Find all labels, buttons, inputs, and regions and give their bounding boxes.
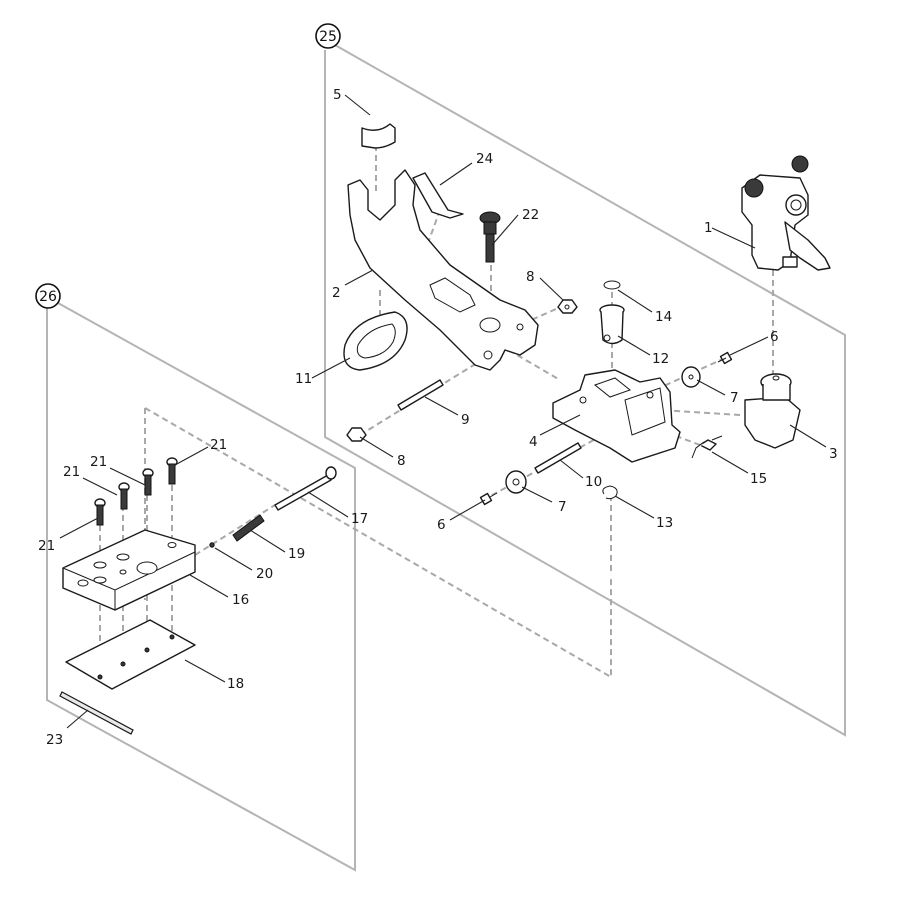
- label-part-7-lower[interactable]: 7: [558, 499, 567, 515]
- label-part-20[interactable]: 20: [256, 566, 273, 582]
- label-part-16[interactable]: 16: [232, 592, 249, 608]
- part-19-spring[interactable]: [232, 514, 265, 542]
- part-16-base-block[interactable]: [62, 529, 196, 611]
- part-labels: 1 2 3 4 5 6 6 7 7 8 8 9 10 11 12 13 14 1…: [38, 87, 838, 748]
- label-part-2[interactable]: 2: [332, 285, 341, 301]
- part-9-pin[interactable]: [397, 379, 444, 411]
- part-21-screw-1[interactable]: [94, 498, 106, 526]
- part-7-washer-upper[interactable]: [681, 366, 701, 388]
- part-6-screw-upper[interactable]: [717, 351, 733, 365]
- label-part-15[interactable]: 15: [750, 471, 767, 487]
- part-21-screw-2[interactable]: [118, 482, 130, 510]
- assembly-callout-25[interactable]: 25: [315, 23, 341, 49]
- label-part-5[interactable]: 5: [333, 87, 342, 103]
- label-part-24[interactable]: 24: [476, 151, 493, 167]
- label-part-19[interactable]: 19: [288, 546, 305, 562]
- part-3-knob-block[interactable]: [744, 373, 801, 449]
- part-1-clamp-head[interactable]: [741, 155, 831, 271]
- label-part-4[interactable]: 4: [529, 434, 538, 450]
- part-6-screw-lower[interactable]: [479, 492, 498, 506]
- assembly-25-frame: [324, 44, 846, 737]
- label-part-6-upper[interactable]: 6: [770, 329, 779, 345]
- part-14-ring[interactable]: [603, 280, 621, 290]
- part-22-screw[interactable]: [479, 211, 501, 263]
- part-8-nut-upper[interactable]: [557, 299, 578, 314]
- part-5-pad[interactable]: [361, 123, 396, 149]
- label-part-12[interactable]: 12: [652, 351, 669, 367]
- part-17-bolt[interactable]: [274, 466, 337, 511]
- part-2-arm[interactable]: [347, 169, 539, 371]
- label-part-11[interactable]: 11: [295, 371, 312, 387]
- part-15-spring[interactable]: [691, 435, 723, 459]
- label-part-21-b[interactable]: 21: [63, 464, 80, 480]
- assembly-guide-lines: [99, 145, 774, 679]
- label-part-14[interactable]: 14: [655, 309, 672, 325]
- label-part-1[interactable]: 1: [704, 220, 713, 236]
- assembly-26-frame: [46, 302, 356, 872]
- part-13-clip[interactable]: [602, 485, 618, 500]
- label-part-17[interactable]: 17: [351, 511, 368, 527]
- label-part-13[interactable]: 13: [656, 515, 673, 531]
- label-part-23[interactable]: 23: [46, 732, 63, 748]
- part-21-screw-4[interactable]: [166, 457, 178, 485]
- label-part-8-upper[interactable]: 8: [526, 269, 535, 285]
- label-part-21-a[interactable]: 21: [38, 538, 55, 554]
- leader-lines: [59, 94, 827, 729]
- part-20-ball[interactable]: [209, 542, 215, 548]
- assembly-callout-26-text: 26: [39, 289, 57, 305]
- label-part-6-lower[interactable]: 6: [437, 517, 446, 533]
- label-part-8-lower[interactable]: 8: [397, 453, 406, 469]
- part-11-grip-ring[interactable]: [343, 311, 408, 371]
- label-part-21-d[interactable]: 21: [210, 437, 227, 453]
- label-part-9[interactable]: 9: [461, 412, 470, 428]
- part-21-screw-3[interactable]: [142, 468, 154, 496]
- part-7-washer-lower[interactable]: [505, 470, 527, 494]
- part-23-drill-bit[interactable]: [59, 691, 134, 735]
- part-4-base-bracket[interactable]: [552, 369, 681, 463]
- label-part-21-c[interactable]: 21: [90, 454, 107, 470]
- assembly-callout-26[interactable]: 26: [35, 283, 61, 309]
- part-24-pad-strip[interactable]: [412, 172, 464, 219]
- part-18-gasket-plate[interactable]: [65, 619, 196, 690]
- assembly-callout-25-text: 25: [319, 29, 337, 45]
- label-part-7-upper[interactable]: 7: [730, 390, 739, 406]
- label-part-22[interactable]: 22: [522, 207, 539, 223]
- label-part-3[interactable]: 3: [829, 446, 838, 462]
- label-part-18[interactable]: 18: [227, 676, 244, 692]
- part-10-pin[interactable]: [534, 442, 582, 474]
- label-part-10[interactable]: 10: [585, 474, 602, 490]
- part-12-bushing[interactable]: [599, 304, 625, 345]
